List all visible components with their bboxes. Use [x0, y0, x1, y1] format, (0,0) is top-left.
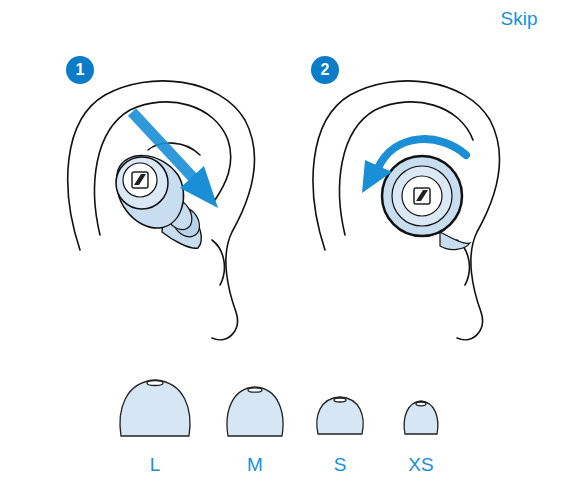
size-label: XS: [408, 454, 433, 476]
size-label: M: [247, 454, 263, 476]
size-label: S: [334, 454, 347, 476]
size-label: L: [150, 454, 161, 476]
earbud: [382, 156, 470, 250]
ear-outline: [68, 81, 255, 340]
skip-link: Skip: [501, 8, 538, 30]
ear-outline: [313, 81, 499, 340]
ear-tip: [120, 380, 438, 436]
callout-circle: 2: [311, 56, 339, 84]
callout-number: 2: [321, 61, 330, 79]
callout-circle: 1: [66, 56, 94, 84]
rotate-arrow: [362, 139, 466, 193]
callout-number: 1: [76, 61, 85, 79]
insert-arrow: [132, 112, 218, 208]
